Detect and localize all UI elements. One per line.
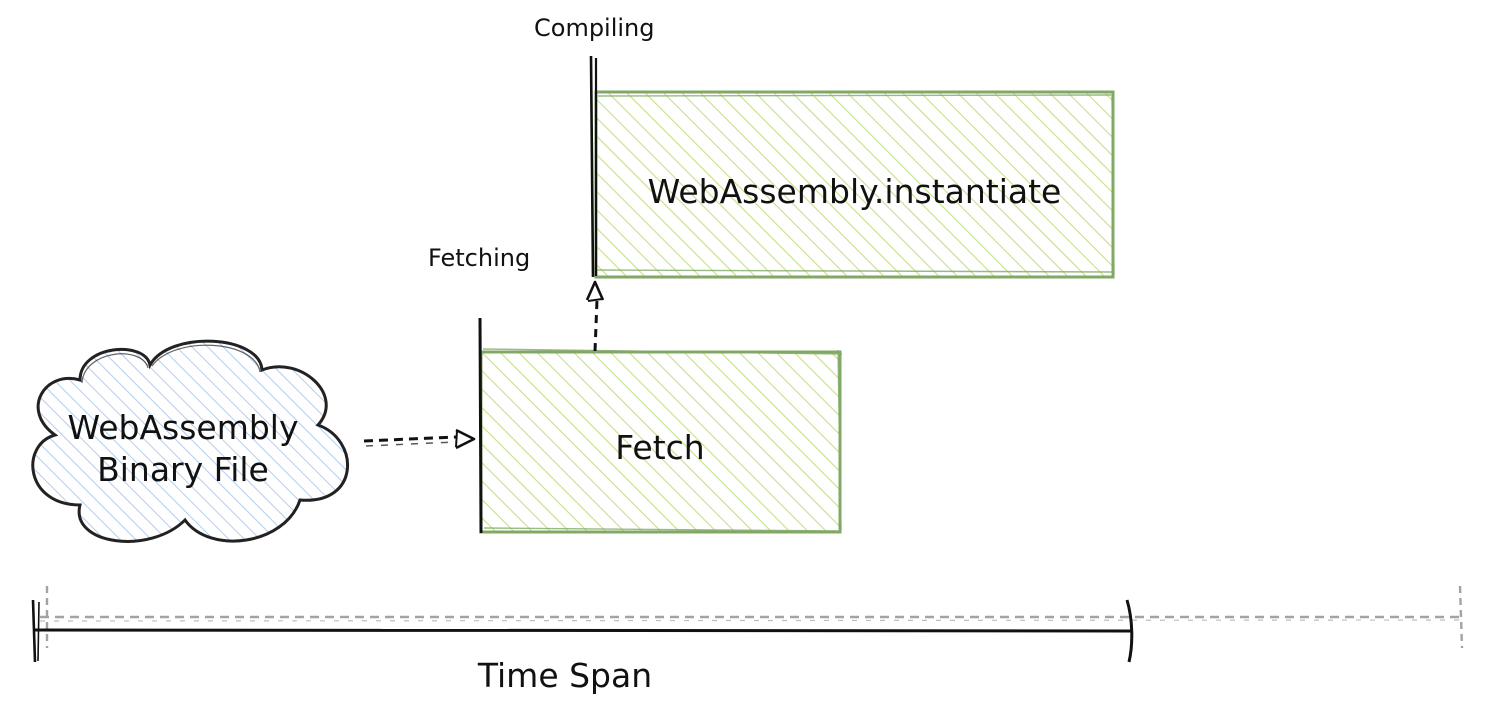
binary-file-label-line1: WebAssembly (67, 408, 299, 447)
instantiate-box-label: WebAssembly.instantiate (647, 172, 1062, 211)
instantiate-box (594, 90, 1115, 279)
fetching-marker-line (478, 317, 483, 534)
binary-file-label-line2: Binary File (97, 450, 269, 489)
fetching-label: Fetching (428, 244, 531, 272)
time-span-axis (31, 599, 1134, 663)
binary-file-cloud (31, 339, 349, 543)
fetch-box (479, 348, 843, 534)
extended-time-axis (39, 585, 1464, 649)
cloud-to-fetch-arrow (363, 428, 476, 450)
time-span-label: Time Span (477, 656, 653, 695)
fetch-to-compile-arrow (585, 280, 605, 352)
fetch-box-label: Fetch (615, 428, 705, 467)
compiling-label: Compiling (534, 14, 655, 42)
compiling-marker-line (589, 55, 598, 278)
